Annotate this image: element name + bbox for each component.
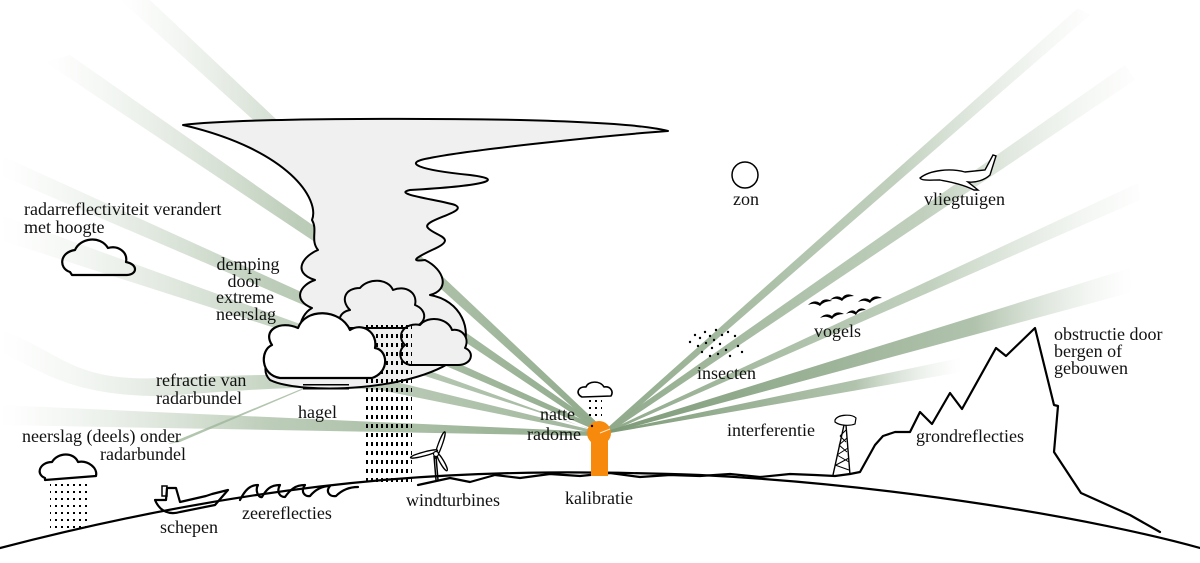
wave-icon: [238, 483, 360, 502]
label-sea-clutter: zeereflecties: [242, 503, 332, 523]
label-obstruction: bergen of: [1054, 341, 1122, 361]
label-attenuation: neerslag: [216, 304, 276, 324]
label-birds: vogels: [814, 321, 861, 341]
labels: radarreflectiviteit verandert met hoogte…: [22, 189, 1162, 537]
label-wet-radome: radome: [527, 424, 581, 444]
radar-beam-reflected: [168, 380, 325, 444]
label-attenuation: door: [228, 271, 261, 291]
label-sun: zon: [733, 189, 759, 209]
birds-icon: [808, 294, 882, 319]
label-below-beam: neerslag (deels) onder: [22, 426, 181, 447]
airplane-icon: [919, 154, 997, 191]
label-ships: schepen: [160, 517, 218, 537]
label-interference: interferentie: [727, 420, 815, 440]
radar-beam: [605, 65, 1135, 432]
label-obstruction: obstructie door: [1054, 324, 1162, 344]
rain-icon: [577, 381, 613, 420]
cloud-icon: [61, 238, 137, 277]
label-hail: hagel: [298, 402, 337, 422]
label-calibration: kalibratie: [565, 488, 633, 508]
radar-beam: [607, 268, 1133, 433]
radar-beam: [607, 183, 1140, 432]
label-reflectivity: met hoogte: [24, 217, 104, 237]
label-wind-turbines: windturbines: [406, 490, 500, 510]
ground-profile: [416, 326, 1162, 534]
radar-beam: [0, 405, 600, 436]
ship-icon: [153, 485, 230, 515]
wind-turbine-icon: [409, 431, 448, 481]
rain-icon: [38, 453, 98, 528]
label-ground-clutter: grondreflecties: [916, 426, 1024, 446]
radar-tower-icon: [587, 421, 611, 476]
label-attenuation: extreme: [216, 287, 274, 307]
label-obstruction: gebouwen: [1054, 358, 1128, 378]
antenna-tower-icon: [832, 414, 857, 476]
label-below-beam: radarbundel: [100, 444, 186, 464]
label-insects: insecten: [697, 363, 756, 383]
radar-beams-right: [605, 8, 1140, 433]
radar-beam: [605, 8, 1090, 432]
label-refraction: refractie van: [156, 370, 246, 390]
label-refraction: radarbundel: [156, 388, 242, 408]
label-aircraft: vliegtuigen: [924, 189, 1005, 209]
label-wet-radome: natte: [540, 404, 575, 424]
cloud-icon: [262, 312, 387, 380]
label-attenuation: demping: [217, 254, 280, 274]
insects-icon: [688, 328, 744, 358]
label-reflectivity: radarreflectiviteit verandert: [24, 199, 221, 219]
sun-icon: [731, 161, 759, 189]
hail-icon: [303, 384, 349, 390]
radar-beam: [607, 358, 962, 433]
